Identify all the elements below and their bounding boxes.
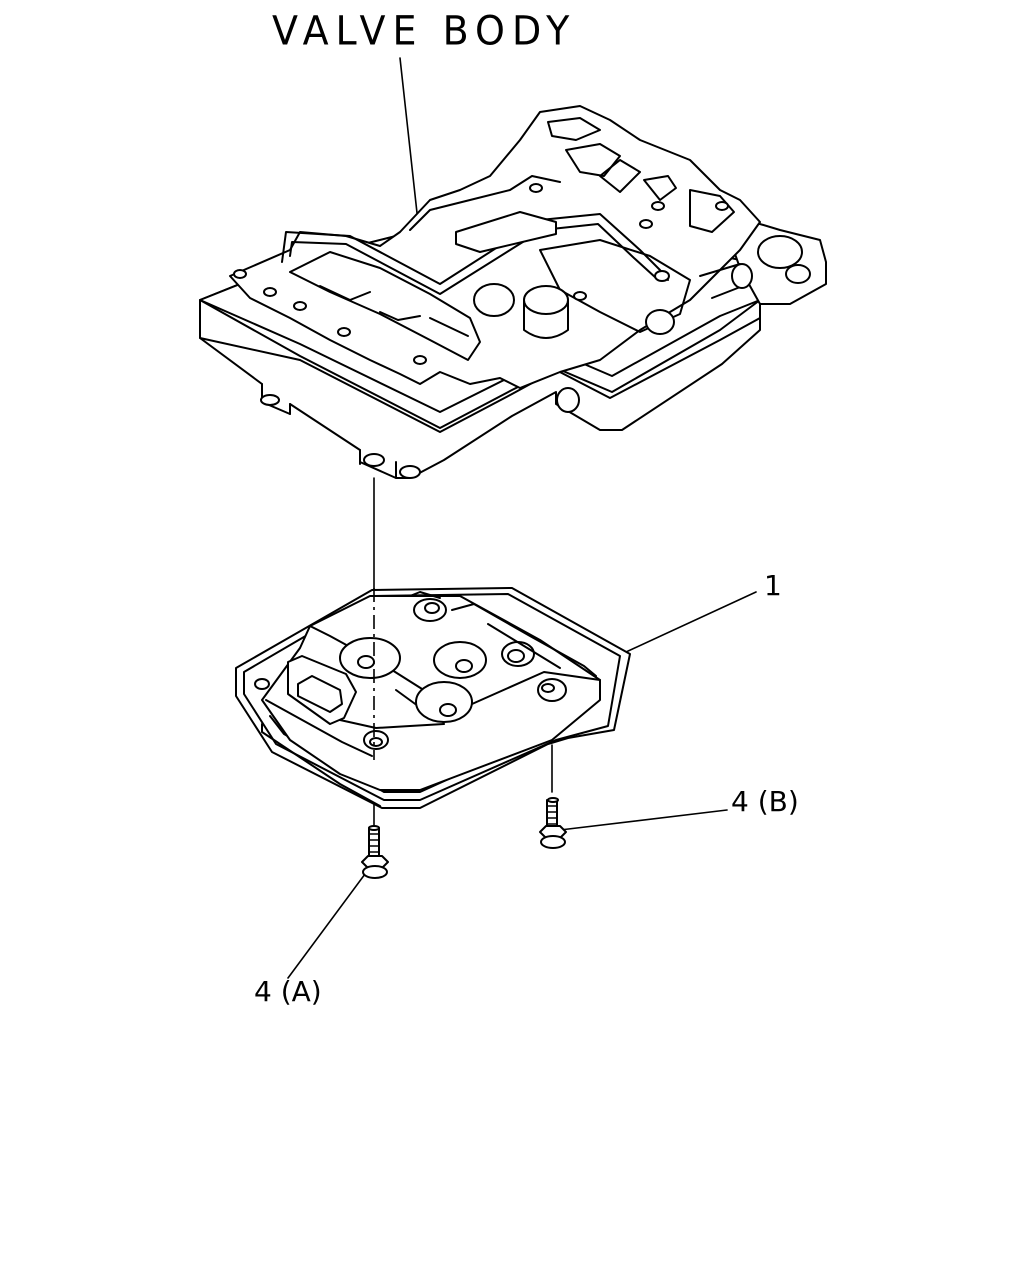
part-1-strainer <box>235 587 631 809</box>
leader-part-1 <box>625 591 757 653</box>
bolt-4b <box>539 797 567 849</box>
valve-body-label: VALVE BODY <box>272 7 577 55</box>
valve-body <box>199 105 827 479</box>
part-1-label: 1 <box>764 569 782 602</box>
leader-valve-body <box>399 57 419 223</box>
bolt-4a <box>361 825 389 879</box>
leader-part-4a <box>287 869 369 979</box>
valve-body-studs <box>233 183 729 365</box>
leader-part-4b <box>559 809 728 831</box>
part-4a-label: 4 (A) <box>254 975 322 1008</box>
part-4b-label: 4 (B) <box>731 785 799 818</box>
